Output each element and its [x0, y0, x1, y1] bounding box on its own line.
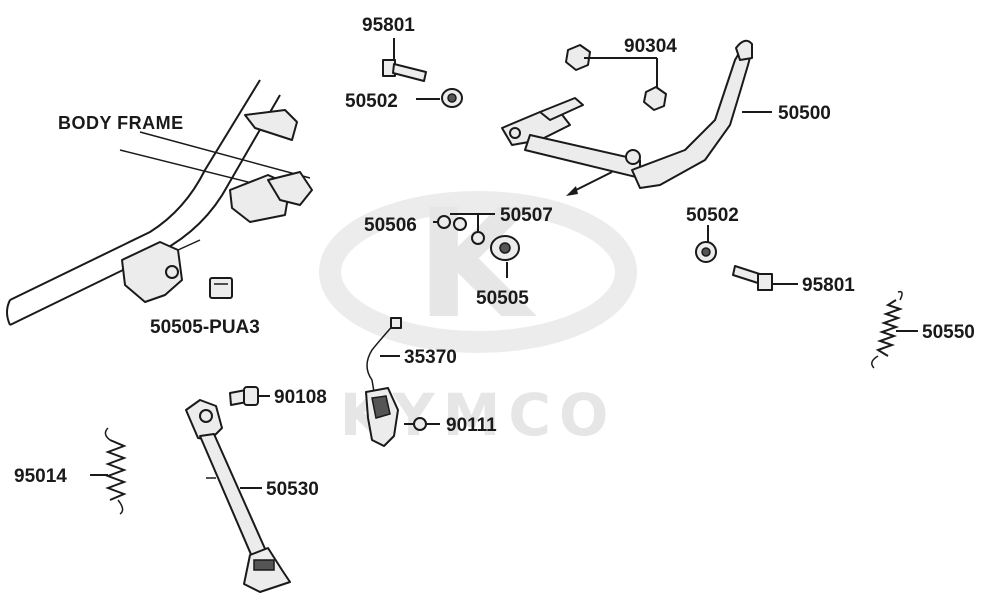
part-label-90304: 90304	[624, 36, 677, 57]
washer-50506	[437, 215, 451, 229]
bolt-shank	[392, 63, 427, 82]
mount-bolt	[177, 239, 201, 251]
part-label-50500: 50500	[778, 103, 831, 124]
stand-right-leg	[631, 47, 753, 189]
collar-hole	[701, 247, 711, 257]
part-label-50506: 50506	[364, 215, 417, 236]
part-label-50550: 50550	[922, 322, 975, 343]
stopper-hole	[499, 242, 511, 254]
side-stand-pad	[253, 559, 275, 571]
nut-lower	[643, 86, 667, 111]
part-label-50507: 50507	[500, 205, 553, 226]
bolt-head	[243, 386, 259, 406]
watermark-ellipse	[319, 191, 637, 353]
stopper-50505-pua3	[209, 277, 233, 299]
part-label-50530: 50530	[266, 479, 319, 500]
part-label-50502-right: 50502	[686, 205, 739, 226]
body-frame	[6, 79, 313, 326]
part-label-50505-pua3: 50505-PUA3	[150, 317, 260, 338]
stopper-50505	[490, 235, 520, 278]
part-label-95801-top: 95801	[362, 15, 415, 36]
stand-foot-pedal	[735, 39, 753, 61]
part-label-35370: 35370	[404, 347, 457, 368]
part-label-90111: 90111	[446, 415, 497, 436]
screw-90111	[404, 417, 440, 431]
spring-50550	[871, 290, 918, 369]
bush-50507	[453, 217, 467, 231]
stand-pivot-tube	[539, 97, 584, 121]
collar-50502-top	[416, 88, 463, 108]
stand-left-hole	[509, 127, 521, 139]
part-label-95801-right: 95801	[802, 275, 855, 296]
side-stand-hole	[199, 409, 213, 423]
main-stand-50500	[501, 39, 772, 196]
assembly-arrow-head	[566, 186, 578, 196]
frame-crossbar-2	[139, 131, 311, 179]
washers-50506-50507	[433, 213, 495, 245]
nut-upper	[565, 44, 591, 71]
nut-90304	[565, 44, 667, 111]
assembly-arrow-line	[571, 171, 613, 193]
stopper-block	[209, 277, 233, 299]
stand-cross-bar	[524, 134, 641, 179]
side-stand-leg	[199, 433, 271, 567]
side-stand-50530	[185, 399, 291, 593]
bolt-90108	[229, 386, 270, 406]
spring-coil	[105, 439, 127, 501]
spring-hook-top	[104, 427, 111, 441]
spring-hook-top	[897, 290, 903, 301]
part-label-50502-top: 50502	[345, 91, 398, 112]
spring-hook-bottom	[117, 499, 124, 515]
bolt-head	[757, 273, 773, 291]
collar-50502-right	[695, 225, 717, 263]
bolt-95801-right	[732, 265, 798, 291]
part-label-95014: 95014	[14, 466, 67, 487]
switch-connector	[390, 317, 402, 329]
switch-35370	[365, 317, 402, 447]
stand-pivot-hole	[625, 149, 641, 165]
body-frame-label: BODY FRAME	[58, 113, 184, 133]
spring-hook-bottom	[871, 355, 879, 369]
frame-tube-outer	[9, 79, 261, 301]
screw-head	[413, 417, 427, 431]
spring-95014	[90, 427, 127, 515]
switch-window	[371, 395, 391, 419]
frame-bracket-top	[244, 109, 298, 141]
mount-hole	[165, 265, 179, 279]
bolt-95801-top	[382, 38, 427, 82]
switch-wire	[366, 321, 397, 393]
part-label-90108: 90108	[274, 387, 327, 408]
washer-50507-b	[471, 231, 485, 245]
collar-hole	[447, 93, 457, 103]
spring-coil	[875, 299, 904, 357]
stand-mount-bracket	[121, 241, 183, 303]
watermark-logo-letter: K	[416, 178, 540, 352]
frame-bracket-small	[267, 171, 313, 206]
frame-tube-end	[6, 299, 11, 326]
part-label-50505: 50505	[476, 288, 529, 309]
